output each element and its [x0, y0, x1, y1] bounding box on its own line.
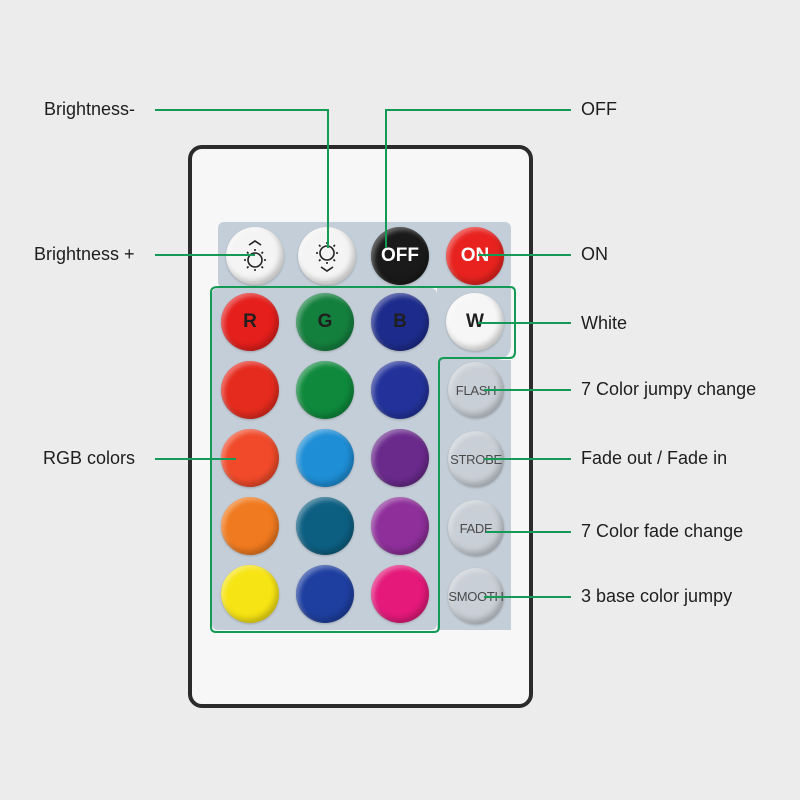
flash-button[interactable]: FLASH	[448, 362, 504, 418]
fade-button[interactable]: FADE	[448, 500, 504, 556]
color-button-row3-red[interactable]	[221, 429, 279, 487]
color-button-row5-blue[interactable]	[371, 565, 429, 623]
off-button-label: OFF	[381, 245, 419, 266]
color-button-row2-blue[interactable]	[371, 361, 429, 419]
color-button-row5-green[interactable]	[296, 565, 354, 623]
blue-button-label: B	[393, 311, 407, 332]
label-on: ON	[581, 244, 608, 264]
color-button-row5-red[interactable]	[221, 565, 279, 623]
color-button-row2-green[interactable]	[296, 361, 354, 419]
blue-button[interactable]: B	[371, 293, 429, 351]
color-button-row4-green[interactable]	[296, 497, 354, 555]
label-smooth: 3 base color jumpy	[581, 586, 733, 606]
red-button-label: R	[243, 311, 257, 332]
label-rgb-colors: RGB colors	[43, 448, 136, 468]
fade-button-label: FADE	[459, 520, 493, 536]
color-button-row4-red[interactable]	[221, 497, 279, 555]
label-brightness-plus: Brightness +	[34, 244, 135, 264]
on-button[interactable]: ON	[446, 227, 504, 285]
label-white: White	[581, 313, 628, 333]
green-button-label: G	[317, 311, 333, 332]
red-button[interactable]: R	[221, 293, 279, 351]
smooth-button[interactable]: SMOOTH	[448, 568, 504, 624]
sun-up-icon	[244, 240, 266, 271]
white-button-label: W	[466, 311, 484, 332]
label-brightness-minus: Brightness-	[44, 99, 136, 119]
color-button-row3-blue[interactable]	[371, 429, 429, 487]
brightness-minus-button[interactable]	[298, 227, 356, 285]
label-off: OFF	[581, 99, 617, 119]
green-button[interactable]: G	[296, 293, 354, 351]
flash-button-label: FLASH	[455, 382, 497, 398]
color-button-row2-red[interactable]	[221, 361, 279, 419]
white-button[interactable]: W	[446, 293, 504, 351]
smooth-button-label: SMOOTH	[448, 588, 504, 604]
label-flash: 7 Color jumpy change	[581, 379, 757, 399]
sun-down-icon	[316, 242, 338, 272]
color-button-row3-green[interactable]	[296, 429, 354, 487]
on-button-label: ON	[460, 245, 490, 266]
color-button-row4-blue[interactable]	[371, 497, 429, 555]
strobe-button-label: STROBE	[450, 451, 502, 467]
label-strobe: Fade out / Fade in	[581, 448, 728, 468]
strobe-button[interactable]: STROBE	[448, 431, 504, 487]
off-button[interactable]: OFF	[371, 227, 429, 285]
brightness-plus-button[interactable]	[226, 227, 284, 285]
label-fade: 7 Color fade change	[581, 521, 744, 541]
